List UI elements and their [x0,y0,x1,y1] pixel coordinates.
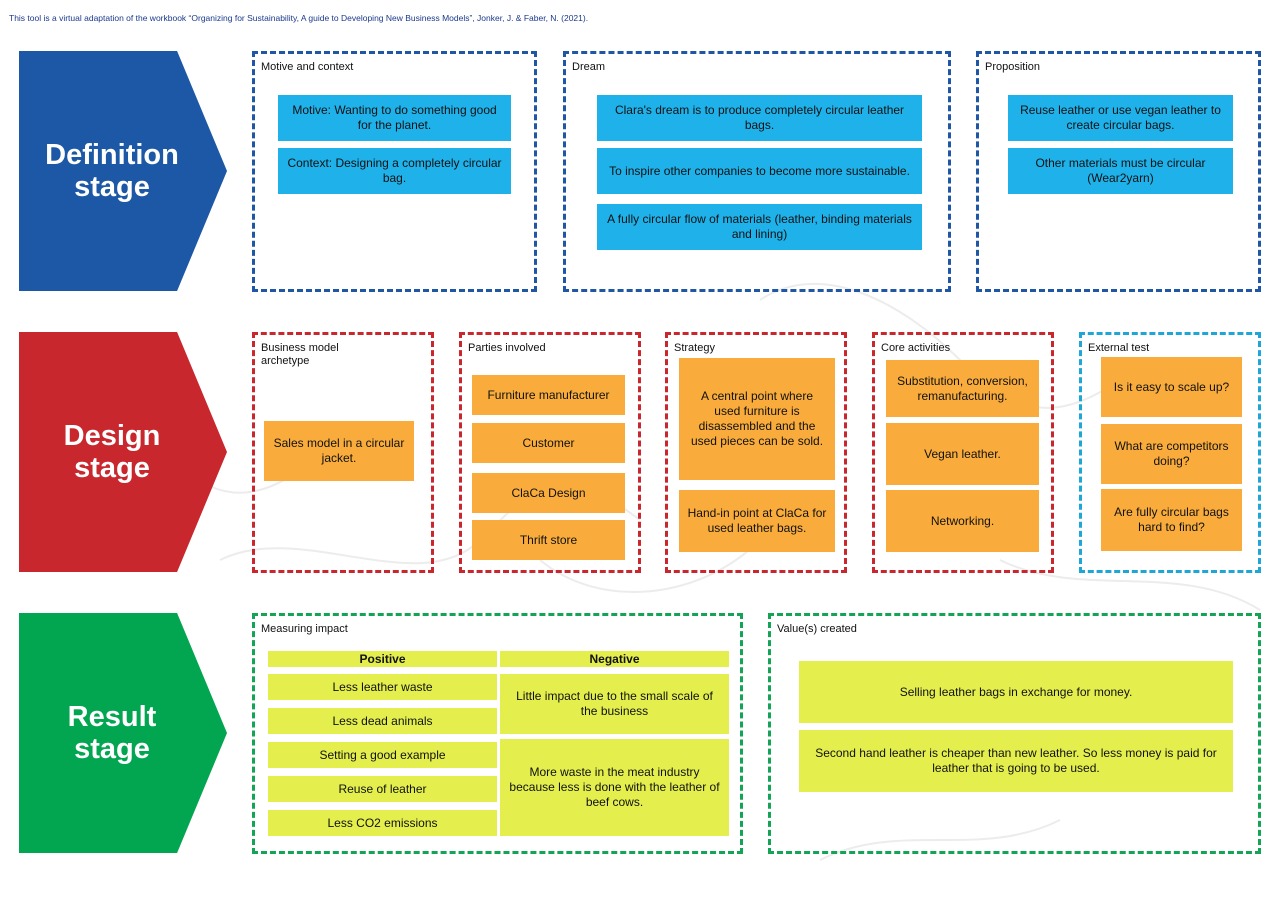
design-stage-arrow: Design stage [19,332,227,572]
party-note[interactable]: Customer [472,423,625,463]
core-activity-note[interactable]: Vegan leather. [886,423,1039,485]
external-test-note[interactable]: What are competitors doing? [1101,424,1242,484]
header-note: This tool is a virtual adaptation of the… [9,13,589,23]
proposition-box: Proposition Reuse leather or use vegan l… [976,51,1261,292]
external-test-note[interactable]: Is it easy to scale up? [1101,357,1242,417]
context-note[interactable]: Context: Designing a completely circular… [278,148,511,194]
party-note[interactable]: Furniture manufacturer [472,375,625,415]
positive-impact-item[interactable]: Reuse of leather [268,776,497,802]
strategy-title: Strategy [674,342,715,354]
proposition-note[interactable]: Reuse leather or use vegan leather to cr… [1008,95,1233,141]
positive-impact-item[interactable]: Setting a good example [268,742,497,768]
negative-impact-item[interactable]: Little impact due to the small scale of … [500,674,729,734]
core-activity-note[interactable]: Substitution, conversion, remanufacturin… [886,360,1039,417]
core-activity-note[interactable]: Networking. [886,490,1039,552]
result-stage-label: Result stage [67,700,157,765]
archetype-box: Business model archetype Sales model in … [252,332,434,573]
positive-impact-item[interactable]: Less dead animals [268,708,497,734]
motive-context-title: Motive and context [261,61,354,73]
proposition-note[interactable]: Other materials must be circular (Wear2y… [1008,148,1233,194]
definition-stage-arrow: Definition stage [19,51,227,291]
value-note[interactable]: Selling leather bags in exchange for mon… [799,661,1233,723]
design-stage-label: Design stage [63,419,161,484]
dream-box: Dream Clara's dream is to produce comple… [563,51,951,292]
definition-stage-label: Definition stage [45,138,179,203]
dream-note[interactable]: Clara's dream is to produce completely c… [597,95,922,141]
positive-impact-item[interactable]: Less leather waste [268,674,497,700]
archetype-title: Business model archetype [261,342,339,368]
value-note[interactable]: Second hand leather is cheaper than new … [799,730,1233,792]
core-activities-box: Core activities Substitution, conversion… [872,332,1054,573]
negative-impact-item[interactable]: More waste in the meat industry because … [500,739,729,836]
dream-note[interactable]: To inspire other companies to become mor… [597,148,922,194]
measuring-impact-title: Measuring impact [261,623,348,635]
values-created-box: Value(s) created Selling leather bags in… [768,613,1261,854]
party-note[interactable]: ClaCa Design [472,473,625,513]
motive-context-box: Motive and context Motive: Wanting to do… [252,51,537,292]
strategy-note[interactable]: A central point where used furniture is … [679,358,835,480]
core-activities-title: Core activities [881,342,951,354]
proposition-title: Proposition [985,61,1041,73]
party-note[interactable]: Thrift store [472,520,625,560]
measuring-impact-box: Measuring impact Positive Negative Less … [252,613,743,854]
values-created-title: Value(s) created [777,623,857,635]
archetype-note[interactable]: Sales model in a circular jacket. [264,421,414,481]
negative-header: Negative [500,651,729,667]
dream-title: Dream [572,61,606,73]
external-test-title: External test [1088,342,1150,354]
parties-box: Parties involved Furniture manufacturer … [459,332,641,573]
strategy-box: Strategy A central point where used furn… [665,332,847,573]
dream-note[interactable]: A fully circular flow of materials (leat… [597,204,922,250]
external-test-box: External test Is it easy to scale up? Wh… [1079,332,1261,573]
result-stage-arrow: Result stage [19,613,227,853]
positive-impact-item[interactable]: Less CO2 emissions [268,810,497,836]
external-test-note[interactable]: Are fully circular bags hard to find? [1101,489,1242,551]
positive-header: Positive [268,651,497,667]
parties-title: Parties involved [468,342,546,354]
motive-note[interactable]: Motive: Wanting to do something good for… [278,95,511,141]
strategy-note[interactable]: Hand-in point at ClaCa for used leather … [679,490,835,552]
